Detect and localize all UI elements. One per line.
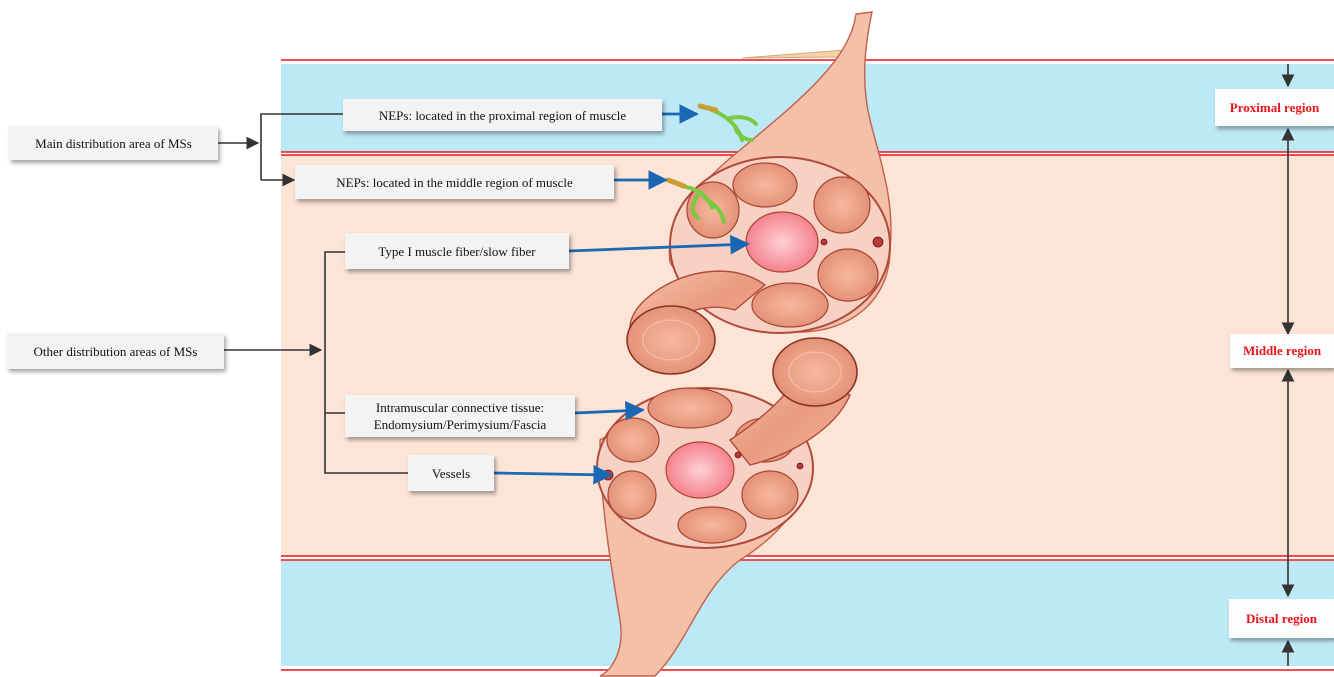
distal-region-band: [281, 561, 1334, 666]
distal-region-label: Distal region: [1229, 599, 1334, 638]
nep-proximal-label: NEPs: located in the proximal region of …: [343, 99, 662, 131]
main-distribution-label: Main distribution area of MSs: [9, 126, 218, 160]
nep-middle-label: NEPs: located in the middle region of mu…: [295, 165, 614, 199]
proximal-region-label: Proximal region: [1215, 89, 1334, 126]
type1-fiber-label: Type I muscle fiber/slow fiber: [345, 233, 569, 269]
upper-slow-fiber: [746, 212, 818, 272]
connective-tissue-line1: Intramuscular connective tissue:: [376, 399, 544, 416]
other-distribution-label: Other distribution areas of MSs: [7, 333, 224, 369]
vessels-label: Vessels: [408, 455, 494, 491]
connective-tissue-label: Intramuscular connective tissue: Endomys…: [345, 395, 575, 437]
connective-tissue-line2: Endomysium/Perimysium/Fascia: [374, 416, 547, 433]
upper-bundle-end: [627, 306, 715, 374]
lower-slow-fiber: [666, 442, 734, 498]
lower-bundle-end: [773, 338, 857, 406]
middle-region-label: Middle region: [1230, 334, 1334, 368]
